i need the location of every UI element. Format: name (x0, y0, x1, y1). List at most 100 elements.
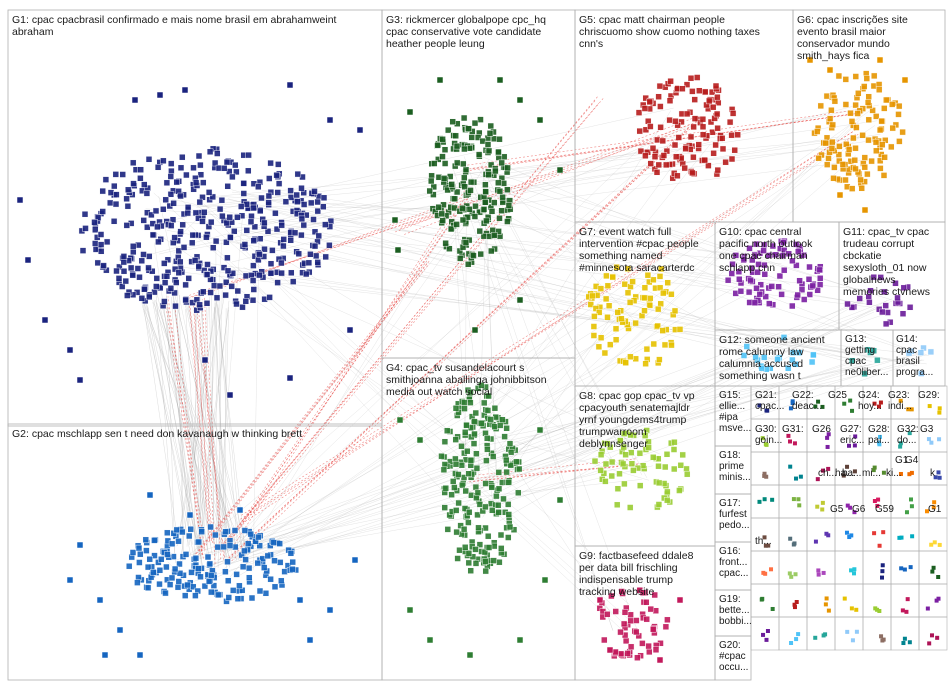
node (222, 291, 229, 299)
small-node (789, 640, 794, 645)
small-node (849, 606, 854, 611)
node (853, 124, 860, 131)
node (240, 180, 248, 187)
node (597, 467, 604, 474)
node (311, 242, 319, 250)
edge-gray (247, 125, 876, 551)
edge-gray (469, 193, 614, 632)
small-node (929, 440, 934, 445)
small-node (872, 401, 877, 406)
node (775, 283, 782, 290)
group-label-g5: G5: cpac matt chairman people chriscuomo… (579, 14, 760, 50)
small-node (877, 608, 882, 613)
node (490, 232, 498, 239)
node (444, 526, 452, 533)
satellite-node-g2 (101, 651, 109, 659)
small-group-cell (778, 583, 808, 618)
node (307, 251, 314, 258)
node (491, 199, 498, 206)
node (624, 650, 631, 657)
node (656, 356, 663, 363)
node (690, 123, 697, 131)
node (229, 173, 236, 181)
node (806, 291, 814, 298)
node (845, 146, 853, 153)
node (713, 110, 721, 118)
cluster-g5 (635, 74, 741, 182)
node (205, 189, 213, 196)
cluster-g8 (591, 427, 691, 511)
node (590, 323, 598, 330)
edge-gray (259, 104, 879, 227)
node (245, 167, 252, 175)
node (195, 262, 203, 270)
small-node (813, 635, 818, 640)
edge-gray (474, 311, 874, 491)
node (870, 72, 878, 80)
node (136, 273, 143, 281)
node (222, 279, 230, 286)
small-node (898, 444, 903, 449)
node (123, 222, 131, 229)
node (480, 399, 488, 407)
node (881, 288, 888, 296)
satellite-node-g1 (16, 196, 24, 204)
node (647, 160, 654, 167)
small-node (931, 565, 936, 570)
node (216, 282, 224, 290)
small-node (850, 408, 855, 413)
small-node (845, 629, 850, 634)
node (869, 107, 876, 114)
node (690, 153, 697, 161)
node (495, 148, 502, 156)
node (613, 501, 621, 509)
edges-gray-layer (141, 104, 930, 636)
node (622, 451, 629, 458)
node (645, 444, 652, 451)
node (295, 250, 303, 258)
satellite-node-g2 (76, 541, 84, 549)
node (861, 370, 868, 378)
node (151, 552, 158, 559)
group-label-g21: G21: cpac... (755, 390, 785, 412)
edge-gray (170, 126, 690, 571)
node (612, 325, 620, 333)
node (836, 143, 843, 150)
small-node (871, 468, 876, 473)
node (495, 179, 502, 187)
small-node (825, 444, 830, 449)
node (486, 130, 494, 137)
satellite-node-g6 (836, 191, 844, 199)
node (267, 575, 274, 583)
edge-red (203, 295, 222, 560)
small-node (820, 404, 825, 409)
node (451, 195, 459, 203)
node (183, 171, 190, 179)
edge-red (166, 303, 206, 551)
node (472, 202, 479, 210)
node (633, 628, 640, 636)
edge-gray (168, 189, 648, 602)
node (233, 300, 240, 308)
node (515, 465, 523, 473)
node (177, 258, 184, 266)
edge-red (194, 195, 469, 299)
small-node (873, 606, 878, 611)
small-node (927, 641, 932, 646)
node (266, 294, 273, 301)
node (472, 483, 480, 491)
node (241, 527, 249, 534)
node (163, 273, 171, 280)
small-node (929, 542, 934, 547)
node (823, 161, 831, 168)
node (461, 405, 468, 412)
satellite-node-g2 (326, 606, 334, 614)
node (224, 183, 231, 190)
small-node (769, 567, 774, 572)
small-group-cell (862, 583, 892, 618)
node (182, 281, 189, 289)
node (471, 119, 479, 127)
node (314, 259, 321, 266)
node (220, 543, 227, 551)
node (249, 277, 257, 284)
